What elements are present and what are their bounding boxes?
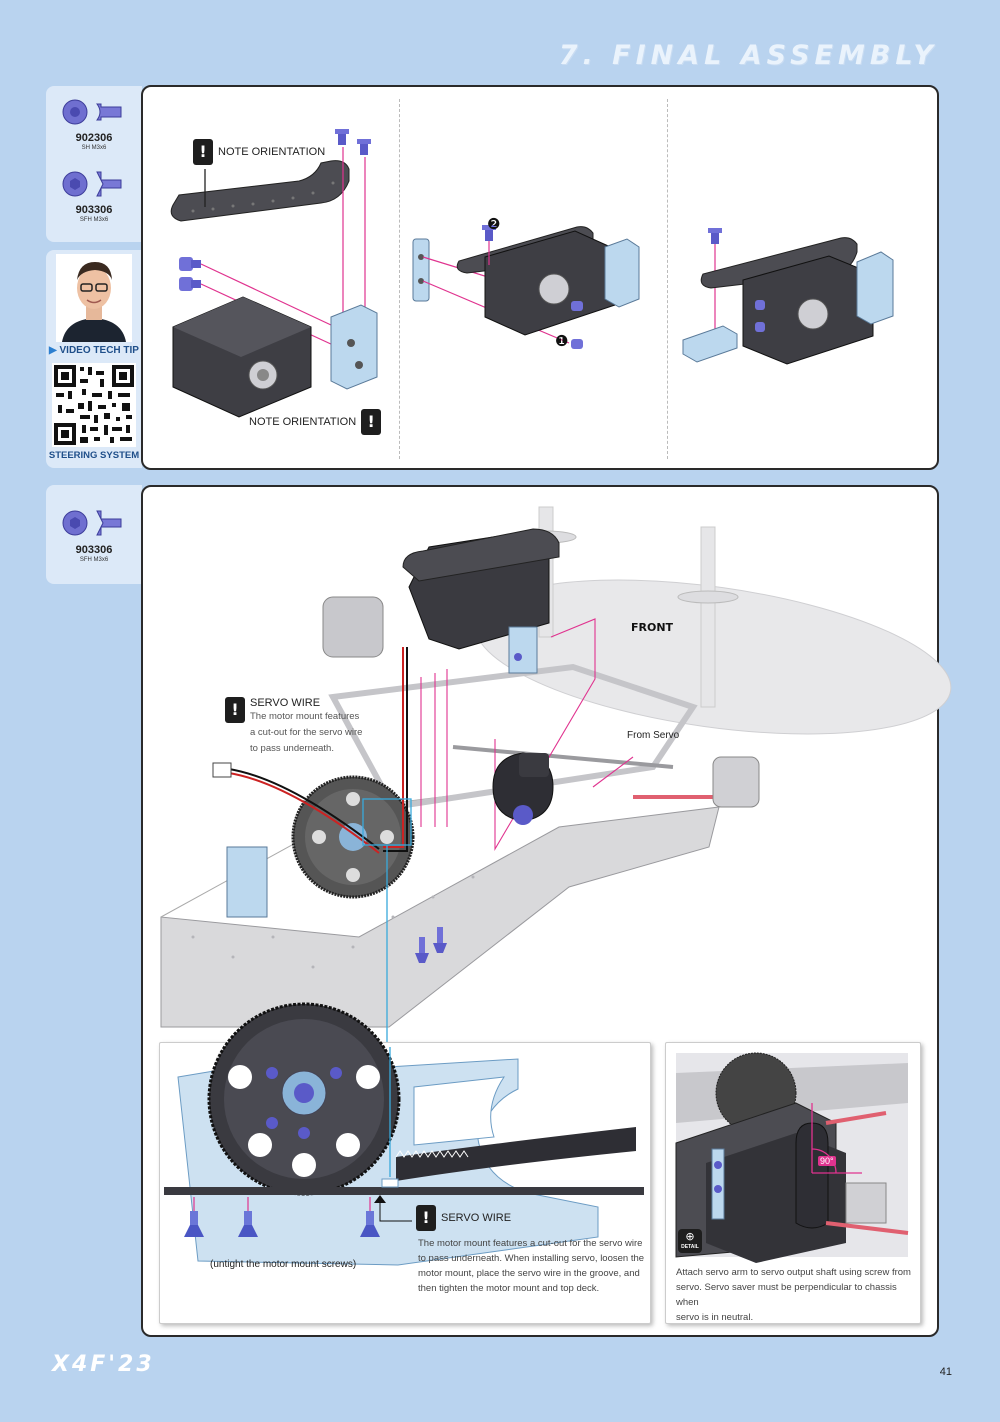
part-number: 902306 [75,132,113,144]
flat-head-screw-icon [415,927,447,963]
detail-badge: ⊕ DETAIL [678,1229,702,1253]
callout-2: ❷ [487,215,501,233]
servo-wire-detail-text: The motor mount features a cut-out for t… [418,1238,645,1294]
step1-panel: ! NOTE ORIENTATION NOTE ORIENTATION ! [141,85,939,470]
play-icon: ▶ [49,345,57,356]
servo-wire-detail-title: ! SERVO WIRE [416,1205,511,1231]
servo-wire-note: ! SERVO WIRE The motor mount features a … [225,697,362,757]
exclamation-icon: ! [225,697,245,723]
note-orientation-top: ! NOTE ORIENTATION [193,139,325,165]
part-desc: SFH M3x6 [79,217,109,223]
part-desc: SFH M3x6 [79,557,109,563]
page-number: 41 [939,1366,952,1378]
detail-servo-arm-box: 90° ⊕ DETAIL Attach servo arm to servo o… [665,1042,921,1324]
untight-caption: (untight the motor mount screws) [210,1259,357,1270]
exclamation-icon: ! [361,409,382,435]
parts-sidebar-top: 902306 SH M3x6 903306 SFH M3x6 [46,86,142,242]
video-topic: STEERING SYSTEM [48,450,140,461]
flat-head-screw-icon [62,510,122,536]
servo-arm-closeup-illustration [675,1052,909,1263]
servo-arm-detail-text: Attach servo arm to servo output shaft u… [676,1267,911,1323]
part-number: 903306 [75,204,113,216]
servo-mount-step-c-illustration [682,228,894,365]
servo-mount-step-b-illustration [412,225,640,349]
from-servo-label: From Servo [627,730,680,741]
note-orientation-bottom: NOTE ORIENTATION ! [249,409,386,435]
video-tip-sidebar: ▶ VIDEO TECH TIP STEERING SYSTEM [46,250,142,468]
callout-1: ❶ [555,332,569,350]
video-tech-tip-link[interactable]: ▶ VIDEO TECH TIP [49,345,139,356]
step-divider [667,99,668,459]
front-label: FRONT [631,621,674,634]
step-divider [399,99,400,459]
exclamation-icon: ! [416,1205,436,1231]
step2-panel: FRONT From Servo ! SERVO WIRE The motor … [141,485,952,1337]
parts-sidebar-bottom: 903306 SFH M3x6 [46,485,142,584]
magnify-plus-icon: ⊕ [685,1230,695,1243]
exclamation-icon: ! [193,139,213,165]
flat-head-screw-icon [335,129,371,155]
servo-mount-exploded-illustration [170,129,378,418]
part-number: 903306 [75,544,113,556]
presenter-portrait [56,254,132,342]
button-head-screw-icon [62,99,122,125]
flat-head-screw-icon [62,171,122,197]
motor-mount-closeup-illustration [164,1002,644,1266]
angle-label: 90° [818,1156,836,1166]
product-logo: X4F'23 [52,1352,155,1377]
chassis-servo-install-illustration [160,506,952,1052]
detail-motor-mount-box: (untight the motor mount screws) ! SERVO… [159,1002,651,1324]
qr-code[interactable] [52,363,136,447]
section-title: 7. FINAL ASSEMBLY [558,40,938,71]
part-desc: SH M3x6 [81,145,107,151]
